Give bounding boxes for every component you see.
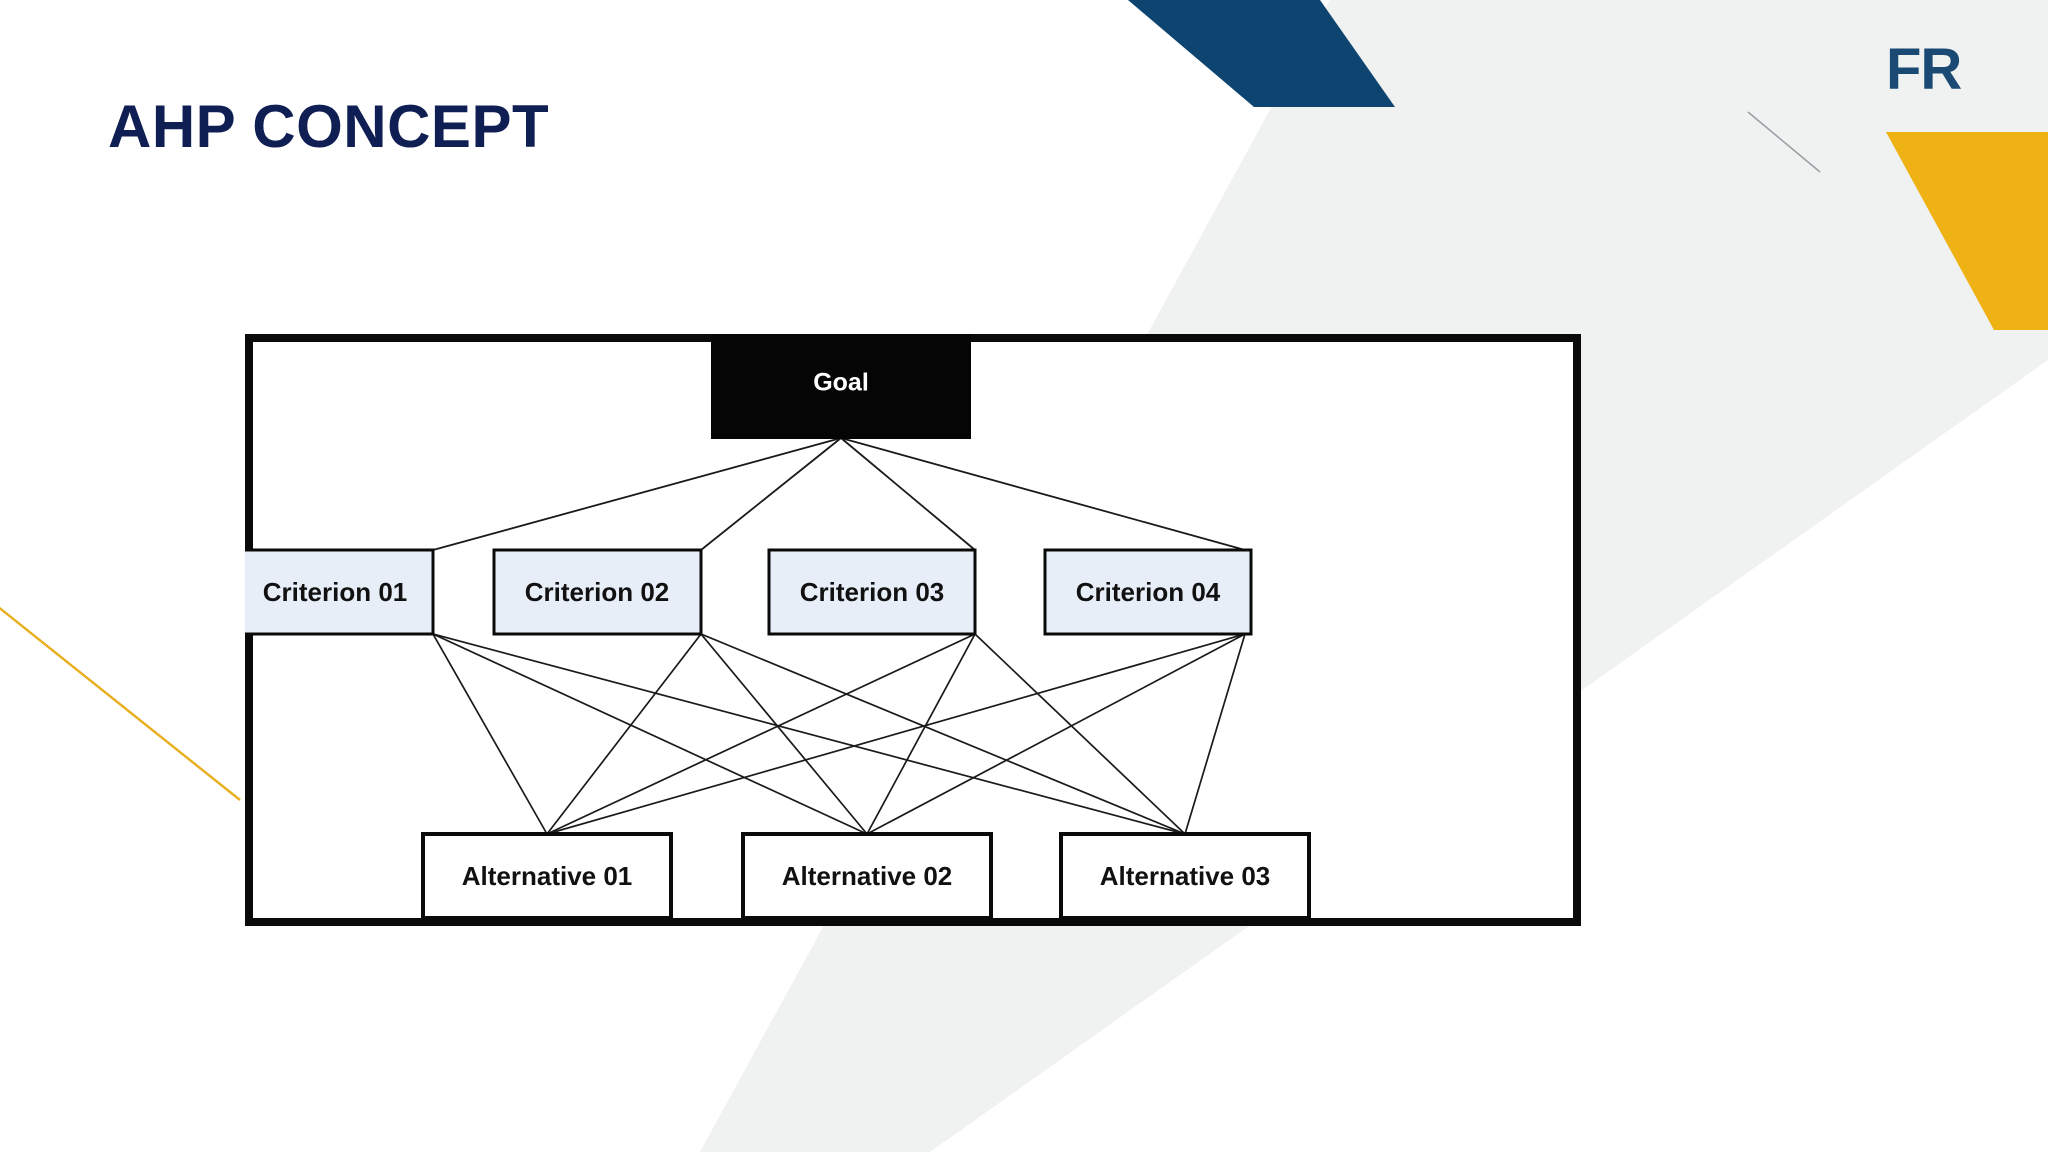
criterion-03-box[interactable] — [767, 548, 977, 636]
gray-hairline — [1747, 111, 1821, 173]
link-c03-a03 — [974, 633, 1186, 835]
alternative-02-box[interactable] — [741, 832, 993, 920]
alternative-01-box[interactable] — [421, 832, 673, 920]
criterion-04-label: Criterion 04 — [1076, 577, 1221, 607]
link-c02-a03 — [700, 633, 1186, 835]
link-c01-a02 — [432, 633, 868, 835]
alternative-01-label: Alternative 01 — [462, 861, 633, 891]
criterion-02-box[interactable] — [492, 548, 703, 636]
yellow-hairline — [0, 606, 241, 801]
link-c01-a01 — [432, 633, 548, 835]
link-goal-criterion-04 — [840, 437, 1246, 551]
link-c02-a01 — [546, 633, 702, 835]
goal-label: Goal — [813, 369, 869, 397]
link-c04-a01 — [546, 633, 1246, 835]
goal-box[interactable] — [711, 334, 971, 439]
criterion-03-label: Criterion 03 — [800, 577, 945, 607]
page-title: AHP CONCEPT — [108, 93, 550, 160]
link-c03-a02 — [866, 633, 976, 835]
blue-diagonal-band — [1128, 0, 1395, 107]
link-c03-a01 — [546, 633, 976, 835]
alternatives-row: Alternative 01 Alternative 02 Alternativ… — [421, 832, 1311, 920]
link-goal-criterion-03 — [840, 437, 976, 551]
brand-logo: FR — [1886, 37, 1962, 102]
criterion-02-label: Criterion 02 — [525, 577, 670, 607]
node-goal[interactable]: Goal — [711, 334, 971, 439]
ahp-diagram-svg: Goal Criterion 01 Criterion 02 Criterion… — [245, 334, 1581, 926]
link-c01-a03 — [432, 633, 1186, 835]
node-alternative-01[interactable]: Alternative 01 — [421, 832, 673, 920]
criteria-to-alternatives-links — [432, 633, 1246, 835]
goal-to-criteria-links — [432, 437, 1246, 551]
alternative-02-label: Alternative 02 — [782, 861, 953, 891]
node-criterion-02[interactable]: Criterion 02 — [492, 548, 703, 636]
link-goal-criterion-01 — [432, 437, 842, 551]
criteria-row: Criterion 01 Criterion 02 Criterion 03 C… — [245, 548, 1253, 636]
link-c02-a02 — [700, 633, 868, 835]
yellow-diagonal-band — [1886, 132, 2048, 330]
criterion-04-box[interactable] — [1043, 548, 1253, 636]
criterion-01-box[interactable] — [245, 548, 435, 636]
link-c04-a03 — [1184, 633, 1246, 835]
node-criterion-04[interactable]: Criterion 04 — [1043, 548, 1253, 636]
criterion-01-label: Criterion 01 — [263, 577, 408, 607]
link-c04-a02 — [866, 633, 1246, 835]
ahp-hierarchy-diagram: Goal Criterion 01 Criterion 02 Criterion… — [245, 334, 1581, 926]
node-criterion-01[interactable]: Criterion 01 — [245, 548, 435, 636]
link-goal-criterion-02 — [700, 437, 842, 551]
node-alternative-03[interactable]: Alternative 03 — [1059, 832, 1311, 920]
alternative-03-label: Alternative 03 — [1100, 861, 1271, 891]
node-alternative-02[interactable]: Alternative 02 — [741, 832, 993, 920]
alternative-03-box[interactable] — [1059, 832, 1311, 920]
node-criterion-03[interactable]: Criterion 03 — [767, 548, 977, 636]
